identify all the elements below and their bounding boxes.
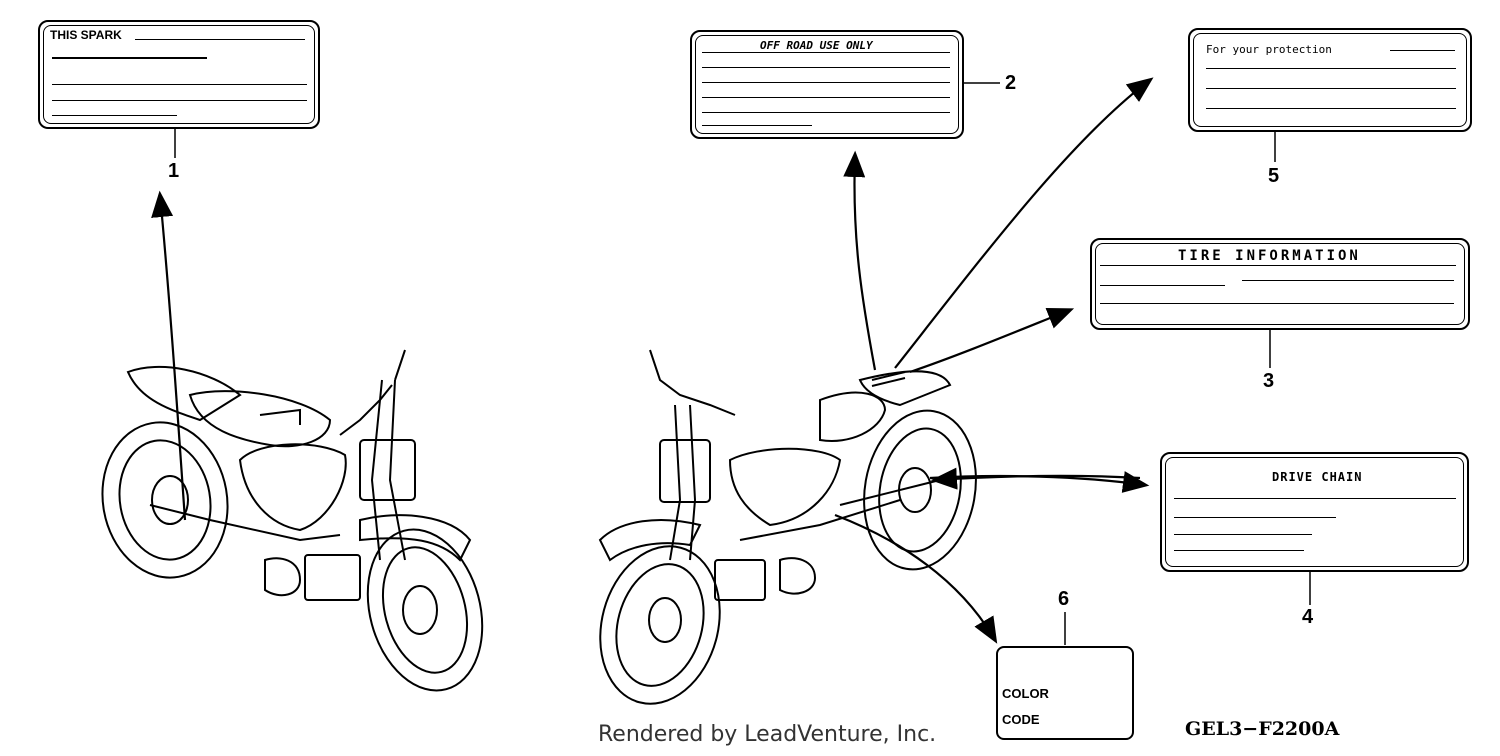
label-drive-chain: DRIVE CHAIN	[1160, 452, 1469, 572]
rendered-by-text: Rendered by LeadVenture, Inc.	[598, 722, 937, 747]
label-off-road-title: OFF ROAD USE ONLY	[760, 39, 873, 52]
diagram-code: GEL3−F2200A	[1185, 718, 1340, 740]
label-tire-title: TIRE INFORMATION	[1178, 248, 1361, 264]
label-spark-title: THIS SPARK	[50, 28, 122, 42]
right-motorcycle	[598, 349, 977, 705]
label-tire-info: TIRE INFORMATION	[1090, 238, 1470, 330]
callout-1: 1	[168, 160, 180, 182]
callout-5: 5	[1268, 165, 1280, 187]
leader-arrows	[151, 77, 1154, 644]
left-motorcycle	[101, 349, 484, 692]
label-chain-title: DRIVE CHAIN	[1272, 470, 1363, 484]
label-spark-plug: THIS SPARK	[38, 20, 320, 129]
label-protection-title: For your protection	[1206, 43, 1332, 56]
callout-4: 4	[1302, 606, 1314, 628]
callout-6: 6	[1058, 588, 1070, 610]
label-color-code: COLOR CODE	[996, 646, 1134, 740]
label-protection: For your protection	[1188, 28, 1472, 132]
callout-2: 2	[1005, 72, 1017, 94]
callout-3: 3	[1263, 370, 1275, 392]
label-off-road: OFF ROAD USE ONLY	[690, 30, 964, 139]
label-color-line2: CODE	[1002, 712, 1040, 727]
label-color-line1: COLOR	[1002, 686, 1049, 701]
